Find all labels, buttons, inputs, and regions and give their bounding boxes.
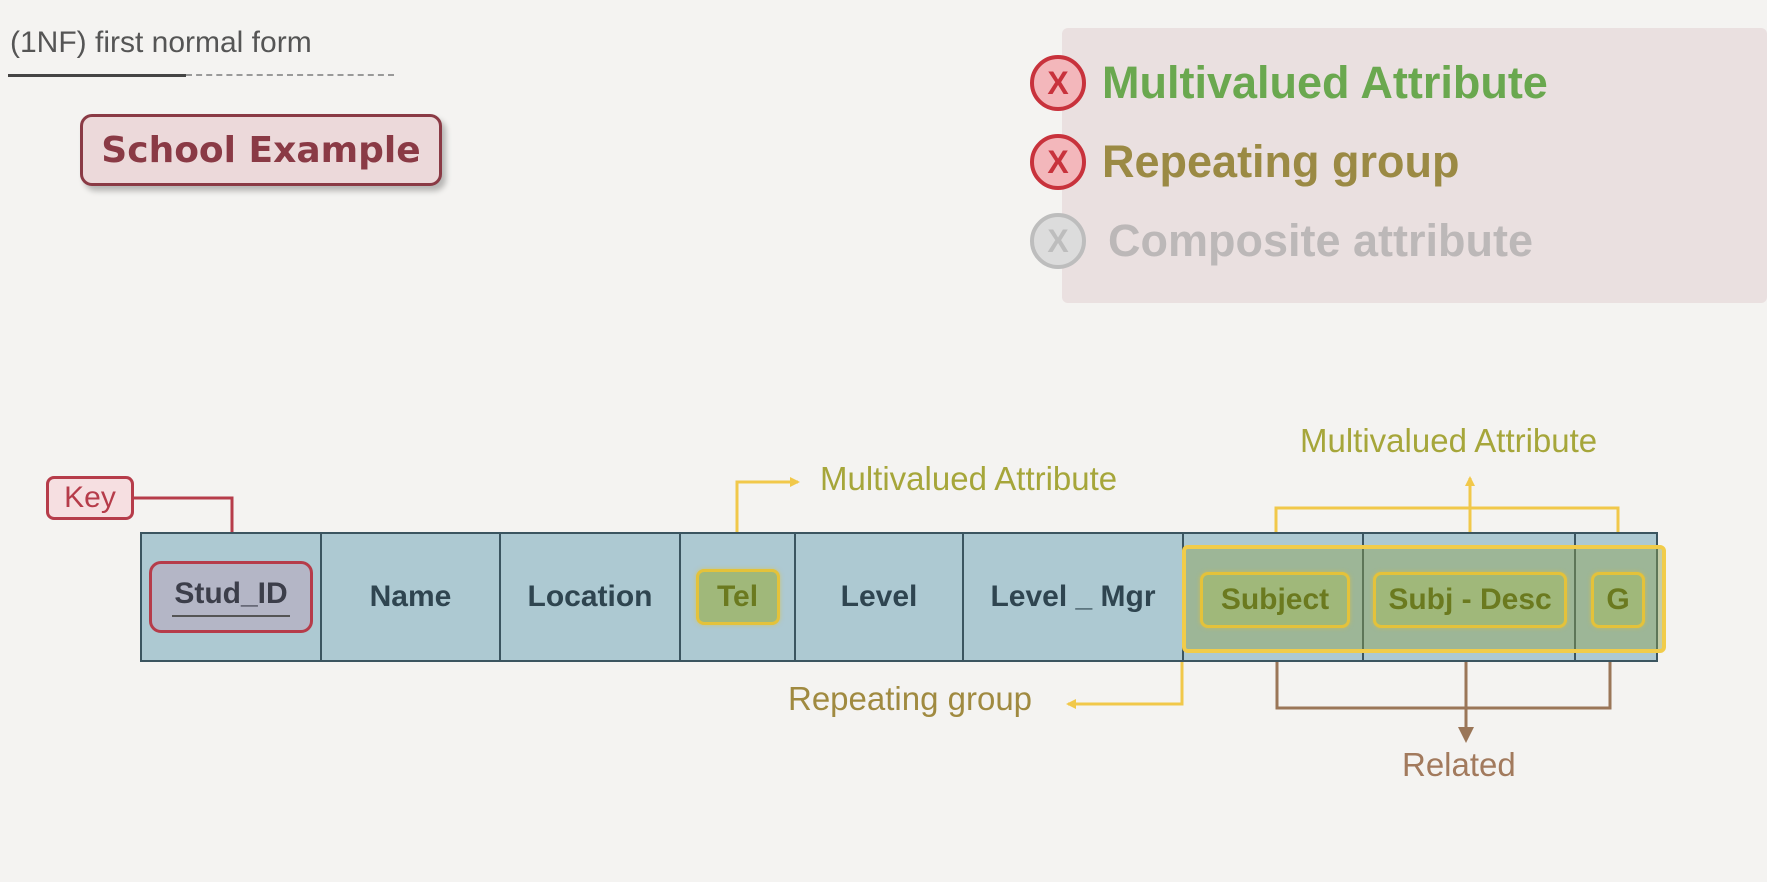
subject-highlight[interactable]: Subject <box>1200 572 1350 628</box>
x-mark-icon: X <box>1030 134 1086 190</box>
subject-multivalued-note: Multivalued Attribute <box>1300 422 1598 459</box>
table-cell-level: Level <box>796 534 964 660</box>
check-item-repeating: X Repeating group <box>1030 129 1548 195</box>
primary-key-pill[interactable]: Stud_ID <box>149 561 313 633</box>
table-cell-level-mgr: Level _ Mgr <box>964 534 1184 660</box>
check-label: Multivalued Attribute <box>1102 57 1548 108</box>
repeating-group-note: Repeating group <box>788 680 1033 717</box>
school-example-button[interactable]: School Example <box>80 114 442 186</box>
x-mark-icon: X <box>1030 55 1086 111</box>
title-underline <box>8 74 186 77</box>
column-level: Level <box>840 580 918 613</box>
table-cell-tel: Tel <box>681 534 796 660</box>
checklist: X Multivalued Attribute X Repeating grou… <box>1030 50 1548 274</box>
column-location: Location <box>527 580 653 613</box>
table-cell-name: Name <box>322 534 501 660</box>
related-note: Related <box>1402 746 1516 783</box>
column-g: G <box>1606 583 1630 616</box>
subj-desc-highlight[interactable]: Subj - Desc <box>1373 572 1567 628</box>
table-cell-subj-desc <box>1364 534 1576 660</box>
table-cell-location: Location <box>501 534 681 660</box>
checklist-panel <box>1062 28 1767 303</box>
check-item-composite: X Composite attribute <box>1030 208 1548 274</box>
check-label: Repeating group <box>1102 136 1460 187</box>
g-highlight[interactable]: G <box>1591 572 1645 628</box>
title-underline-dashed <box>186 74 394 76</box>
column-name: Name <box>369 580 452 613</box>
column-subject: Subject <box>1220 583 1330 616</box>
column-subj-desc: Subj - Desc <box>1388 583 1552 616</box>
page-title: (1NF) first normal form <box>10 26 312 59</box>
table-cell-stud-id: Stud_ID <box>142 534 322 660</box>
x-mark-icon: X <box>1030 213 1086 269</box>
column-level-mgr: Level _ Mgr <box>990 580 1156 613</box>
stud-id-label: Stud_ID <box>172 577 290 617</box>
repeating-arrow <box>1066 660 1184 709</box>
check-item-multivalued: X Multivalued Attribute <box>1030 50 1548 116</box>
tel-multivalued-note: Multivalued Attribute <box>820 460 1118 497</box>
tel-highlight[interactable]: Tel <box>695 569 780 625</box>
column-tel: Tel <box>716 580 759 613</box>
check-label: Composite attribute <box>1108 215 1534 266</box>
key-label: Key <box>46 476 134 520</box>
table-cell-subject <box>1184 534 1364 660</box>
